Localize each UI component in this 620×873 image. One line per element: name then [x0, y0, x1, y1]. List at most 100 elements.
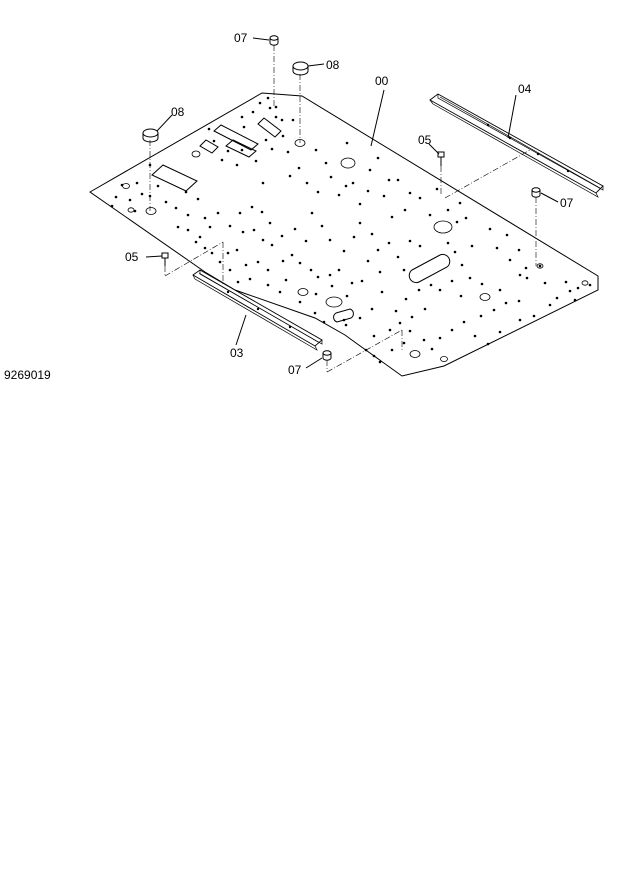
- bolt-hole: [316, 190, 320, 194]
- rail-hole: [288, 325, 292, 329]
- bolt-hole: [480, 282, 484, 286]
- bolt-hole: [435, 187, 439, 191]
- rail-edge: [439, 96, 601, 189]
- bolt-hole: [236, 280, 240, 284]
- bolt-hole: [548, 303, 552, 307]
- floor-plate: [89, 92, 599, 377]
- callout-05: 05: [125, 250, 139, 264]
- bolt-hole: [310, 211, 314, 215]
- rail-edge: [192, 274, 318, 351]
- bolt-hole: [380, 290, 384, 294]
- rail-hole: [566, 169, 570, 173]
- bolt-hole: [324, 161, 328, 165]
- bolt-hole: [404, 297, 408, 301]
- bolt-hole: [220, 158, 224, 162]
- plate-hole: [325, 296, 343, 308]
- bolt-hole: [281, 259, 285, 263]
- bolt-hole: [196, 197, 200, 201]
- bolt-hole: [186, 213, 190, 217]
- bolt-hole: [251, 110, 255, 114]
- plate-hole: [479, 293, 491, 301]
- plate-outline: [89, 92, 599, 377]
- bolt-hole: [140, 192, 144, 196]
- bolt-hole: [345, 294, 349, 298]
- bolt-hole: [358, 202, 362, 206]
- bolt-hole: [462, 320, 466, 324]
- bolt-hole: [446, 208, 450, 212]
- bolt-hole: [203, 216, 207, 220]
- bolt-hole: [268, 106, 272, 110]
- plate-slot: [213, 124, 259, 151]
- bolt-hole: [350, 281, 354, 285]
- bolt-hole: [207, 127, 211, 131]
- bolt-hole: [418, 244, 422, 248]
- bolt-hole: [403, 208, 407, 212]
- rail-edge: [437, 94, 604, 191]
- bolt-hole: [446, 241, 450, 245]
- bolt-hole: [366, 259, 370, 263]
- bolt-hole: [314, 292, 318, 296]
- bolt-hole: [508, 258, 512, 262]
- plate-slot: [151, 164, 198, 192]
- bolt-05-right: [437, 151, 445, 166]
- bolt-hole: [450, 328, 454, 332]
- bolt-hole: [360, 279, 364, 283]
- channel-rail-03: [192, 269, 323, 351]
- bolt-hole: [203, 246, 207, 250]
- bolt-hole: [453, 250, 457, 254]
- bolt-hole: [398, 321, 402, 325]
- bolt-hole: [390, 348, 394, 352]
- bolt-hole: [492, 308, 496, 312]
- bolt-hole: [532, 314, 536, 318]
- bolt-hole: [418, 196, 422, 200]
- plate-hole: [127, 207, 135, 213]
- rail-hole: [508, 136, 512, 140]
- plate-hole: [145, 207, 157, 215]
- bolt-hole: [280, 118, 284, 122]
- bolt-hole: [417, 288, 421, 292]
- bolt-hole: [458, 201, 462, 205]
- bolt-hole: [394, 309, 398, 313]
- bolt-hole: [428, 213, 432, 217]
- plate-bolt-holes: [110, 96, 592, 364]
- bolt-hole: [460, 263, 464, 267]
- plate-slot: [199, 139, 219, 154]
- leader-lines: [145, 37, 559, 369]
- rail-edge: [432, 103, 599, 198]
- bolt-hole: [538, 264, 542, 268]
- bolt-hole: [468, 276, 472, 280]
- bolt-hole: [387, 178, 391, 182]
- bolt-hole: [422, 338, 426, 342]
- bolt-hole: [573, 298, 577, 302]
- plate-hole: [440, 356, 448, 362]
- bolt-hole: [438, 288, 442, 292]
- bolt-hole: [543, 281, 547, 285]
- bolt-hole: [470, 244, 474, 248]
- bolt-hole: [396, 255, 400, 259]
- plate-hole: [409, 350, 421, 358]
- bolt-hole: [280, 234, 284, 238]
- bolt-hole: [260, 210, 264, 214]
- bolt-hole: [410, 315, 414, 319]
- bolt-hole: [314, 148, 318, 152]
- bolt-hole: [235, 248, 239, 252]
- bolt-hole: [473, 334, 477, 338]
- bolt-hole: [256, 260, 260, 264]
- bolt-05-left: [161, 252, 169, 266]
- bolt-hole: [408, 239, 412, 243]
- plate-hole: [581, 280, 589, 286]
- rubber-cap-08-left: [142, 128, 159, 143]
- plate-oval-slot: [408, 253, 451, 284]
- bolt-hole: [408, 329, 412, 333]
- bolt-hole: [226, 251, 230, 255]
- bolt-hole: [228, 268, 232, 272]
- plate-hole: [122, 183, 130, 189]
- bolt-hole: [518, 318, 522, 322]
- bolt-hole: [212, 139, 216, 143]
- bolt-hole: [174, 206, 178, 210]
- callout-07: 07: [234, 31, 248, 45]
- callout-08: 08: [171, 105, 185, 119]
- bolt-hole: [429, 283, 433, 287]
- bolt-hole: [378, 360, 382, 364]
